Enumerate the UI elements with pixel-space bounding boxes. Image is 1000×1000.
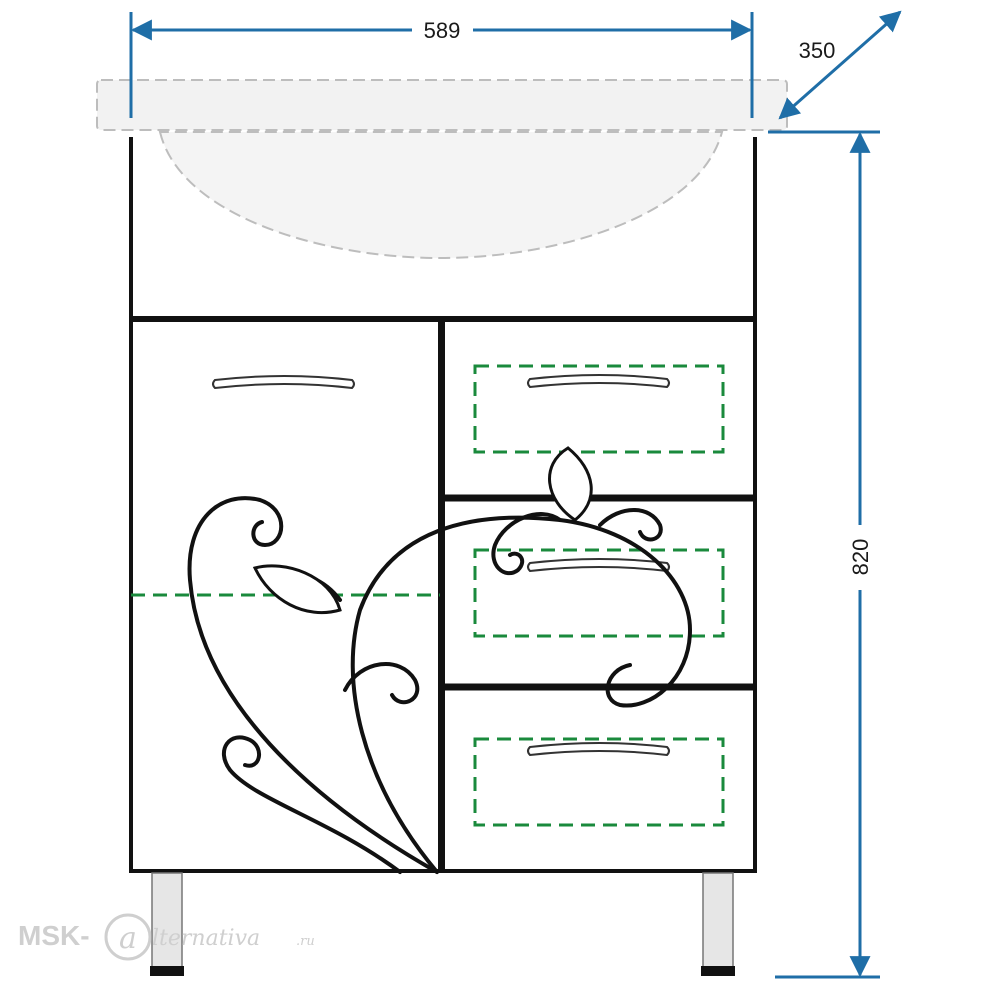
scroll-ornament [187, 496, 693, 874]
watermark-logo: MSK- a lternativa .ru [18, 913, 315, 961]
drawer-handle-top [527, 374, 670, 389]
leaf-ornaments [252, 446, 593, 615]
depth-label: 350 [799, 38, 836, 63]
drawer-handle-bottom [527, 742, 670, 757]
drawer-box-middle [473, 548, 725, 638]
dimension-width [129, 12, 754, 118]
drawer-box-top [473, 364, 725, 454]
drawer-handle-middle [527, 558, 670, 573]
hidden-drawer-boxes [473, 364, 725, 827]
leg-right [702, 872, 734, 969]
leg-left [151, 872, 183, 969]
door-handle [212, 375, 355, 390]
width-label: 589 [424, 18, 461, 43]
watermark-tld: .ru [296, 934, 315, 949]
washbasin [96, 79, 788, 260]
at-sign-icon [104, 913, 152, 961]
height-label: 820 [848, 539, 873, 576]
cabinet-legs [150, 872, 735, 976]
dimension-height [768, 130, 880, 979]
at-sign-glyph: a [119, 921, 137, 956]
dimension-depth [778, 10, 902, 120]
watermark-script: lternativa [152, 926, 260, 951]
handles [212, 374, 670, 757]
drawer-box-bottom [473, 737, 725, 827]
drawer-dividers [443, 494, 755, 691]
watermark-brand: MSK- [18, 920, 90, 951]
